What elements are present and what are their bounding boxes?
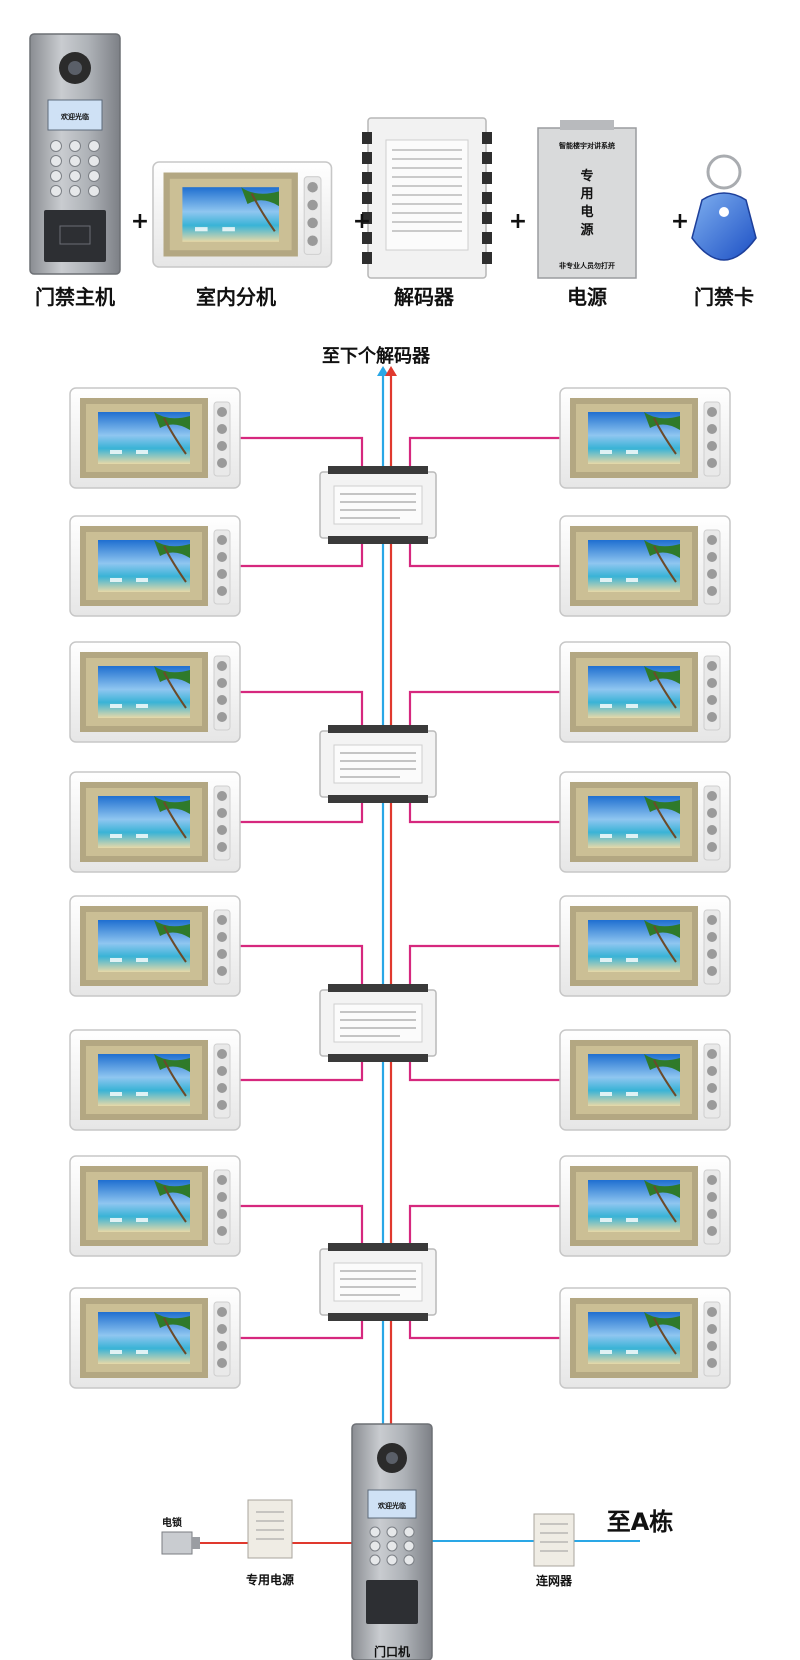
pink-wire-right [408,534,560,568]
keypad-key [403,1554,415,1566]
power-box-warning: 非专业人员勿打开 [559,261,615,270]
product-label-1: 门禁主机 [35,285,115,309]
decoder-unit [319,724,437,804]
plus-sign: + [509,209,527,234]
door-station-product: 欢迎光临 [29,33,121,275]
keypad-key [50,155,62,167]
decoder-product [362,117,492,279]
key-ring [706,154,742,190]
keypad-key [50,140,62,152]
keypad-key [386,1540,398,1552]
power-box-char: 专 [580,168,593,184]
indoor-monitor-left [69,387,241,489]
to-next-decoder-label: 至下个解码器 [322,345,431,367]
network-connector-label: 连网器 [536,1573,573,1588]
indoor-monitor-left [69,1029,241,1131]
indoor-monitor-left [69,771,241,873]
pink-wire-right [408,436,560,476]
plus-sign: + [353,209,371,234]
network-connector [533,1513,575,1567]
indoor-monitor-right [559,1029,731,1131]
pink-wire-right [408,944,560,994]
product-label-5: 门禁卡 [694,285,754,309]
product-label-3: 解码器 [394,285,455,309]
power-supply-label: 专用电源 [246,1572,294,1587]
door-unit-lcd: 欢迎光临 [377,1501,406,1510]
keypad-key [50,170,62,182]
keypad-key [369,1526,381,1538]
door-station-lcd: 欢迎光临 [60,112,89,121]
pink-wire-right [408,1204,560,1253]
devices-layer [69,387,731,1389]
keypad-key [69,140,81,152]
keypad-key [403,1540,415,1552]
keypad-key [386,1554,398,1566]
door-unit: 欢迎光临 [351,1423,433,1660]
keypad-key [69,185,81,197]
dedicated-power-supply [247,1499,293,1559]
indoor-monitor-left [69,1287,241,1389]
decoder-unit [319,983,437,1063]
indoor-monitor-right [559,641,731,743]
indoor-monitor-left [69,515,241,617]
access-card-product [691,154,757,261]
indoor-monitor-right [559,515,731,617]
wiring-layer [240,366,560,1560]
indoor-monitor-product [151,160,333,269]
plus-sign: + [131,209,149,234]
power-box-char: 源 [580,222,593,238]
power-box-char: 电 [580,204,593,220]
product-label-4: 电源 [567,285,607,309]
lock-label: 电锁 [162,1516,182,1529]
decoder-unit [319,1242,437,1322]
power-box-title: 智能楼宇对讲系统 [559,141,615,150]
indoor-monitor-right [559,387,731,489]
keypad-key [50,185,62,197]
to-building-a-label: 至A栋 [607,1508,674,1536]
keypad-key [369,1554,381,1566]
indoor-monitor-left [69,641,241,743]
keypad-key [369,1540,381,1552]
pink-wire-left [240,436,364,476]
indoor-monitor-right [559,771,731,873]
indoor-monitor-right [559,1287,731,1389]
keypad-key [403,1526,415,1538]
pink-wire-left [240,1204,364,1253]
keypad-key [88,185,100,197]
power-box-char: 用 [579,187,593,202]
keypad-key [88,155,100,167]
card-reader [44,210,106,262]
indoor-monitor-left [69,1155,241,1257]
indoor-monitor-right [559,1155,731,1257]
door-unit-label: 门口机 [374,1644,410,1659]
keypad-key [69,170,81,182]
keypad-key [386,1526,398,1538]
pink-wire-left [240,690,364,735]
pink-wire-left [240,534,364,568]
keypad-key [88,140,100,152]
keypad-key [69,155,81,167]
card-reader [366,1580,418,1624]
decoder-unit [319,465,437,545]
indoor-monitor-right [559,895,731,997]
keypad-key [88,170,100,182]
electric-lock [161,1531,200,1555]
indoor-monitor-left [69,895,241,997]
pink-wire-left [240,944,364,994]
pink-wire-right [408,690,560,735]
plus-sign: + [671,209,689,234]
product-row: 欢迎光临智能楼宇对讲系统专用电源非专业人员勿打开++++门禁主机室内分机解码器电… [29,33,757,309]
product-label-2: 室内分机 [196,285,276,309]
